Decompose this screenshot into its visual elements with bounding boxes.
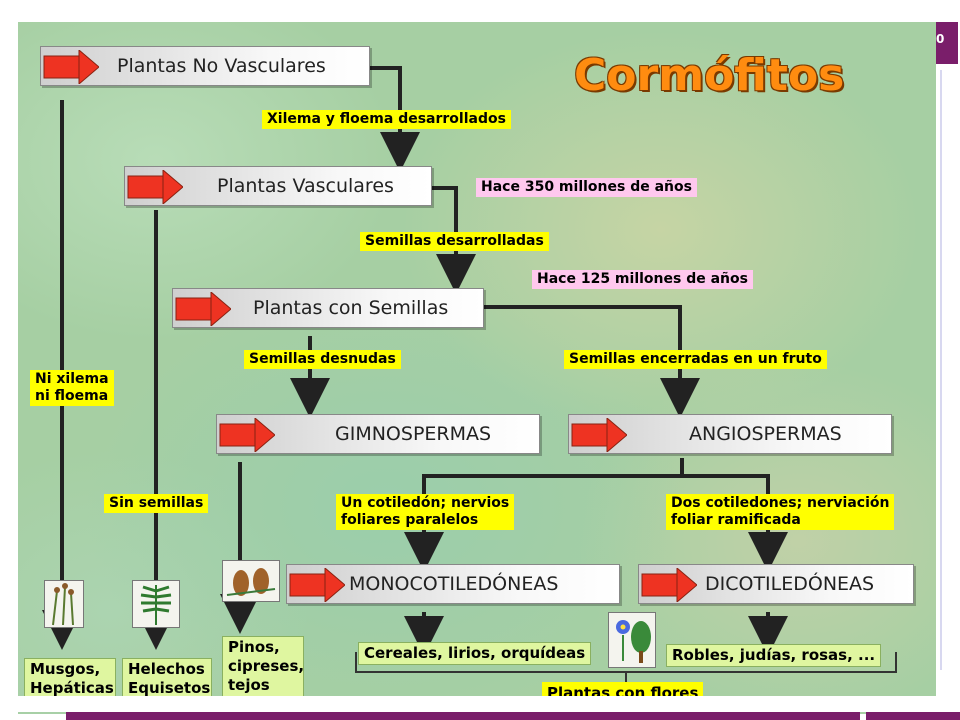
top-strip (0, 0, 960, 22)
label-dos-cotiledones: Dos cotiledones; nerviación foliar ramif… (666, 494, 895, 530)
label-ni-xilema: Ni xilema ni floema (30, 370, 114, 406)
flower-tree-image (608, 612, 656, 668)
bottom-accent-bar-right (866, 712, 960, 720)
node-label: MONOCOTILEDÓNEAS (349, 573, 559, 595)
red-arrow-icon (571, 418, 627, 452)
node-label: Plantas No Vasculares (117, 55, 326, 77)
slide-number: 0 (936, 32, 945, 46)
label-semillas-desarrolladas: Semillas desarrolladas (360, 232, 549, 251)
example-pinos: Pinos, cipreses, tejos (222, 636, 304, 697)
red-arrow-icon (641, 568, 697, 602)
red-arrow-icon (43, 50, 99, 84)
fern-icon (140, 585, 172, 625)
right-rule (940, 70, 942, 670)
diagram-canvas: Cormófitos Plantas No Vasculares Plantas… (18, 22, 936, 714)
node-angiospermas: ANGIOSPERMAS (568, 414, 892, 454)
node-con-semillas: Plantas con Semillas (172, 288, 484, 328)
pinecone-icon (226, 568, 276, 596)
fern-image (132, 580, 180, 628)
label-semillas-desnudas: Semillas desnudas (244, 350, 401, 369)
node-label: ANGIOSPERMAS (689, 423, 842, 445)
example-robles: Robles, judías, rosas, ... (666, 644, 882, 667)
pinecone-image (222, 560, 280, 602)
label-xilema-floema: Xilema y floema desarrollados (262, 110, 511, 129)
red-arrow-icon (175, 292, 231, 326)
red-arrow-icon (127, 170, 183, 204)
node-label: Plantas Vasculares (217, 175, 394, 197)
diagram-title: Cormófitos (574, 50, 845, 101)
node-vasculares: Plantas Vasculares (124, 166, 432, 206)
label-sin-semillas: Sin semillas (104, 494, 209, 513)
label-semillas-encerradas: Semillas encerradas en un fruto (564, 350, 827, 369)
moss-icon (52, 583, 74, 626)
flower-tree-icon (616, 620, 651, 663)
example-helechos: Helechos Equisetos (122, 658, 212, 700)
node-monocotiledoneas: MONOCOTILEDÓNEAS (286, 564, 620, 604)
node-dicotiledoneas: DICOTILEDÓNEAS (638, 564, 914, 604)
label-un-cotiledon: Un cotiledón; nervios foliares paralelos (336, 494, 515, 530)
moss-image (44, 580, 84, 628)
example-musgos: Musgos, Hepáticas (24, 658, 116, 700)
node-label: Plantas con Semillas (253, 297, 449, 319)
bottom-accent-bar (66, 712, 860, 720)
red-arrow-icon (219, 418, 275, 452)
node-label: GIMNOSPERMAS (335, 423, 492, 445)
node-label: DICOTILEDÓNEAS (705, 573, 875, 595)
slide-number-bar (936, 22, 958, 64)
label-hace-125: Hace 125 millones de años (532, 270, 753, 289)
node-gimnospermas: GIMNOSPERMAS (216, 414, 540, 454)
example-cereales: Cereales, lirios, orquídeas (358, 642, 592, 665)
label-hace-350: Hace 350 millones de años (476, 178, 697, 197)
red-arrow-icon (289, 568, 345, 602)
bottom-strip (0, 696, 960, 712)
node-no-vasculares: Plantas No Vasculares (40, 46, 370, 86)
connector-lines (42, 66, 897, 684)
